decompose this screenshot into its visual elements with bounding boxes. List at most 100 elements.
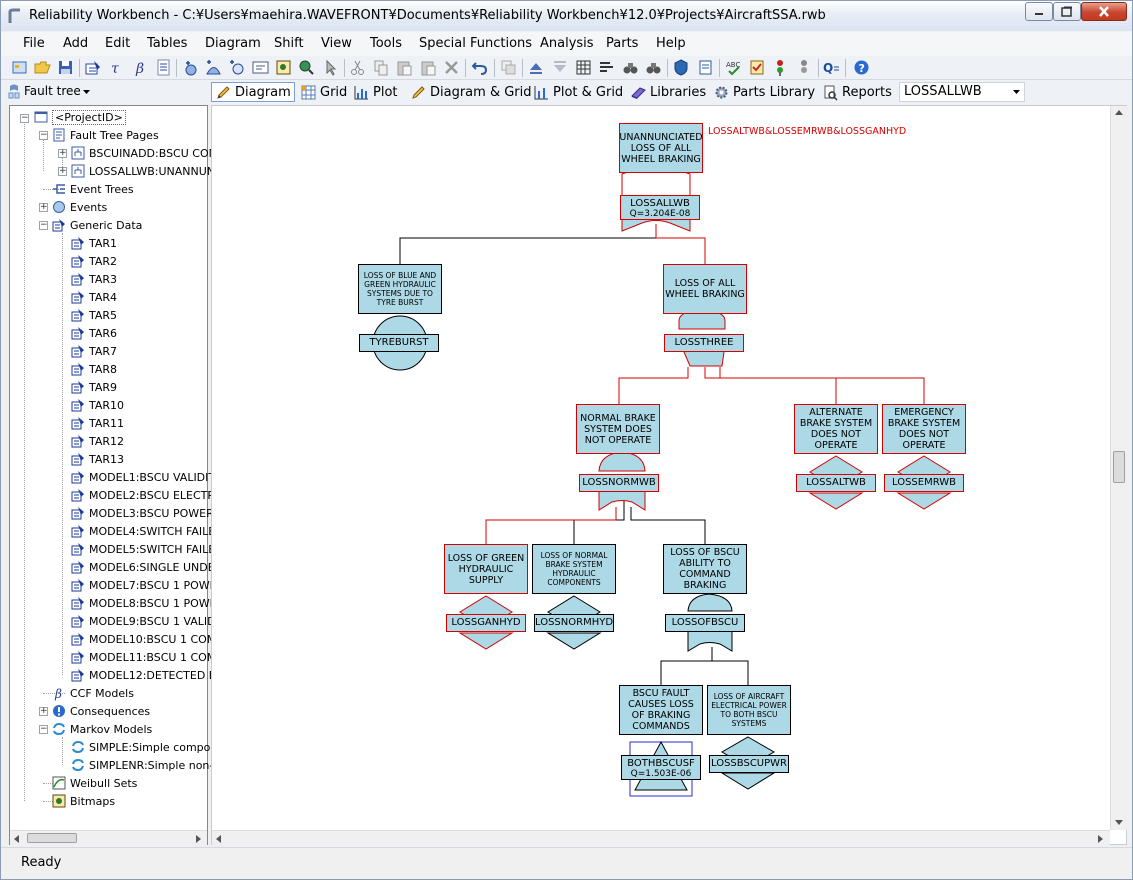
fault-tree-page-select[interactable]: LOSSALLWB xyxy=(899,82,1025,102)
tree-item-generic[interactable]: MODEL3:BSCU POWER xyxy=(71,504,214,522)
tree-item-fault-tree-pages[interactable]: Fault Tree Pages xyxy=(52,126,159,144)
align-icon[interactable] xyxy=(598,59,615,76)
node-normal-hydraulic[interactable]: LOSS OF NORMAL BRAKE SYSTEM HYDRAULIC CO… xyxy=(532,544,616,594)
tree-item-events[interactable]: Events xyxy=(52,198,107,216)
expander-consequences[interactable]: + xyxy=(39,706,48,716)
node-top-event[interactable]: UNANNUNCIATED LOSS OF ALL WHEEL BRAKING xyxy=(619,123,703,173)
event-label-tyreburst[interactable]: TYREBURST xyxy=(359,334,439,352)
canvas-vertical-scrollbar[interactable] xyxy=(1110,106,1127,830)
menu-edit[interactable]: Edit xyxy=(105,36,131,51)
scroll-thumb[interactable] xyxy=(27,833,77,843)
node-normal-brake[interactable]: NORMAL BRAKE SYSTEM DOES NOT OPERATE xyxy=(576,404,660,454)
add-text-icon[interactable] xyxy=(252,59,269,76)
menu-add[interactable]: Add xyxy=(63,36,89,51)
select-pointer-icon[interactable] xyxy=(322,59,339,76)
event-label-lossemrwb[interactable]: LOSSEMRWB xyxy=(884,474,964,492)
tree-item-markov[interactable]: SIMPLE:Simple compone xyxy=(71,738,224,756)
tree-item-generic[interactable]: TAR8 xyxy=(71,360,117,378)
tree-item-markov[interactable]: SIMPLENR:Simple non-re xyxy=(71,756,224,774)
tree-item-generic[interactable]: MODEL12:DETECTED BS xyxy=(71,666,223,684)
paste-icon[interactable] xyxy=(396,59,413,76)
expander-page-2[interactable]: + xyxy=(58,166,67,176)
tab-plot-grid[interactable]: Plot & Grid xyxy=(530,82,627,102)
gate-label-lossthree[interactable]: LOSSTHREE xyxy=(664,334,744,352)
node-loss-all-wheel[interactable]: LOSS OF ALL WHEEL BRAKING xyxy=(663,264,747,314)
generic-data-icon[interactable] xyxy=(85,59,102,76)
tab-plot[interactable]: Plot xyxy=(350,82,402,102)
tree-horizontal-scrollbar[interactable] xyxy=(10,830,207,845)
delete-icon[interactable] xyxy=(443,59,460,76)
event-label-lossaltwb[interactable]: LOSSALTWB xyxy=(796,474,876,492)
transfer-label-bothbscusf[interactable]: BOTHBSCUSF Q=1.503E-06 xyxy=(621,755,701,780)
tree-item-generic[interactable]: MODEL11:BSCU 1 COM xyxy=(71,648,216,666)
tree-item-weibull-sets[interactable]: Weibull Sets xyxy=(52,774,137,792)
tree-item-generic[interactable]: TAR6 xyxy=(71,324,117,342)
expander-page-1[interactable]: + xyxy=(58,148,67,158)
expander-root[interactable]: − xyxy=(20,113,29,123)
cut-icon[interactable] xyxy=(349,59,366,76)
node-emergency-brake[interactable]: EMERGENCY BRAKE SYSTEM DOES NOT OPERATE xyxy=(882,404,966,454)
tree-item-generic[interactable]: TAR10 xyxy=(71,396,124,414)
report-icon[interactable] xyxy=(697,59,714,76)
help-icon[interactable]: ? xyxy=(853,59,870,76)
tab-parts-library[interactable]: Parts Library xyxy=(710,82,819,102)
tree-item-generic[interactable]: MODEL2:BSCU ELECTR xyxy=(71,486,215,504)
insert-bitmap-icon[interactable] xyxy=(275,59,292,76)
menu-tools[interactable]: Tools xyxy=(370,36,403,51)
tree-item-generic[interactable]: MODEL6:SINGLE UNDET xyxy=(71,558,221,576)
tree-item-generic[interactable]: TAR9 xyxy=(71,378,117,396)
beta-icon[interactable]: β xyxy=(132,59,149,77)
fault-tree-selector[interactable]: Fault tree xyxy=(7,82,207,102)
tree-item-page[interactable]: BSCUINADD:BSCU COM xyxy=(71,144,218,162)
tree-item-markov-models[interactable]: Markov Models xyxy=(52,720,152,738)
tree-item-generic[interactable]: TAR5 xyxy=(71,306,117,324)
tab-diagram-grid[interactable]: Diagram & Grid xyxy=(407,82,536,102)
menu-diagram[interactable]: Diagram xyxy=(205,36,261,51)
run-icon[interactable] xyxy=(796,59,813,76)
event-label-lossganhyd[interactable]: LOSSGANHYD xyxy=(446,614,526,632)
node-tyre-burst[interactable]: LOSS OF BLUE AND GREEN HYDRAULIC SYSTEMS… xyxy=(358,264,442,314)
node-alternate-brake[interactable]: ALTERNATE BRAKE SYSTEM DOES NOT OPERATE xyxy=(794,404,878,454)
tree-item-generic[interactable]: TAR4 xyxy=(71,288,117,306)
save-icon[interactable] xyxy=(57,59,74,76)
add-event-icon[interactable] xyxy=(182,59,199,76)
tree-item-generic[interactable]: MODEL9:BSCU 1 VALID xyxy=(71,612,216,630)
menu-analysis[interactable]: Analysis xyxy=(540,36,594,51)
tree-item-generic[interactable]: TAR1 xyxy=(71,234,117,252)
tree-item-generic[interactable]: MODEL10:BSCU 1 COM xyxy=(71,630,216,648)
tree-item-ccf-models[interactable]: β CCF Models xyxy=(52,684,134,702)
find-parts-icon[interactable] xyxy=(298,59,315,76)
move-down-icon[interactable] xyxy=(552,59,569,76)
expander-markov-models[interactable]: − xyxy=(39,724,48,734)
expander-fault-tree-pages[interactable]: − xyxy=(39,130,48,140)
node-loss-bscu[interactable]: LOSS OF BSCU ABILITY TO COMMAND BRAKING xyxy=(663,544,747,594)
quantify-icon[interactable]: Q xyxy=(823,59,840,76)
layers-icon[interactable] xyxy=(500,59,517,76)
menu-help[interactable]: Help xyxy=(656,36,686,51)
tab-reports[interactable]: Reports xyxy=(819,82,896,102)
find-next-icon[interactable] xyxy=(645,59,662,76)
copy-icon[interactable] xyxy=(373,59,390,76)
spellcheck-icon[interactable]: ABC xyxy=(725,59,742,76)
tree-item-page[interactable]: LOSSALLWB:UNANNUN xyxy=(71,162,215,180)
paste-special-icon[interactable] xyxy=(420,59,437,76)
tree-item-generic[interactable]: MODEL4:SWITCH FAILE xyxy=(71,522,215,540)
expander-generic-data[interactable]: − xyxy=(39,220,48,230)
tree-item-generic[interactable]: MODEL8:BSCU 1 POWE xyxy=(71,594,217,612)
diagram-canvas[interactable]: LOSSALTWB&LOSSEMRWB&LOSSGANHYD UNANNUNCI… xyxy=(211,105,1127,845)
minimize-button[interactable] xyxy=(1025,2,1053,21)
open-folder-icon[interactable] xyxy=(34,59,51,76)
tree-item-root[interactable]: <ProjectID> xyxy=(34,108,126,126)
node-bscu-fault[interactable]: BSCU FAULT CAUSES LOSS OF BRAKING COMMAN… xyxy=(619,685,703,735)
probability-icon[interactable] xyxy=(155,59,172,76)
add-transfer-icon[interactable] xyxy=(228,59,245,76)
traffic-light-icon[interactable] xyxy=(772,59,789,76)
node-bscu-power[interactable]: LOSS OF AIRCRAFT ELECTRICAL POWER TO BOT… xyxy=(707,685,791,735)
tree-item-generic-data[interactable]: Generic Data xyxy=(52,216,142,234)
gate-label-lossnormwb[interactable]: LOSSNORMWB xyxy=(579,474,659,492)
menu-file[interactable]: File xyxy=(23,36,45,51)
event-label-lossnormhyd[interactable]: LOSSNORMHYD xyxy=(534,614,614,632)
close-button[interactable] xyxy=(1081,2,1127,21)
scroll-thumb[interactable] xyxy=(1113,451,1125,483)
gate-label-lossallwb[interactable]: LOSSALLWB Q=3.204E-08 xyxy=(620,195,700,220)
